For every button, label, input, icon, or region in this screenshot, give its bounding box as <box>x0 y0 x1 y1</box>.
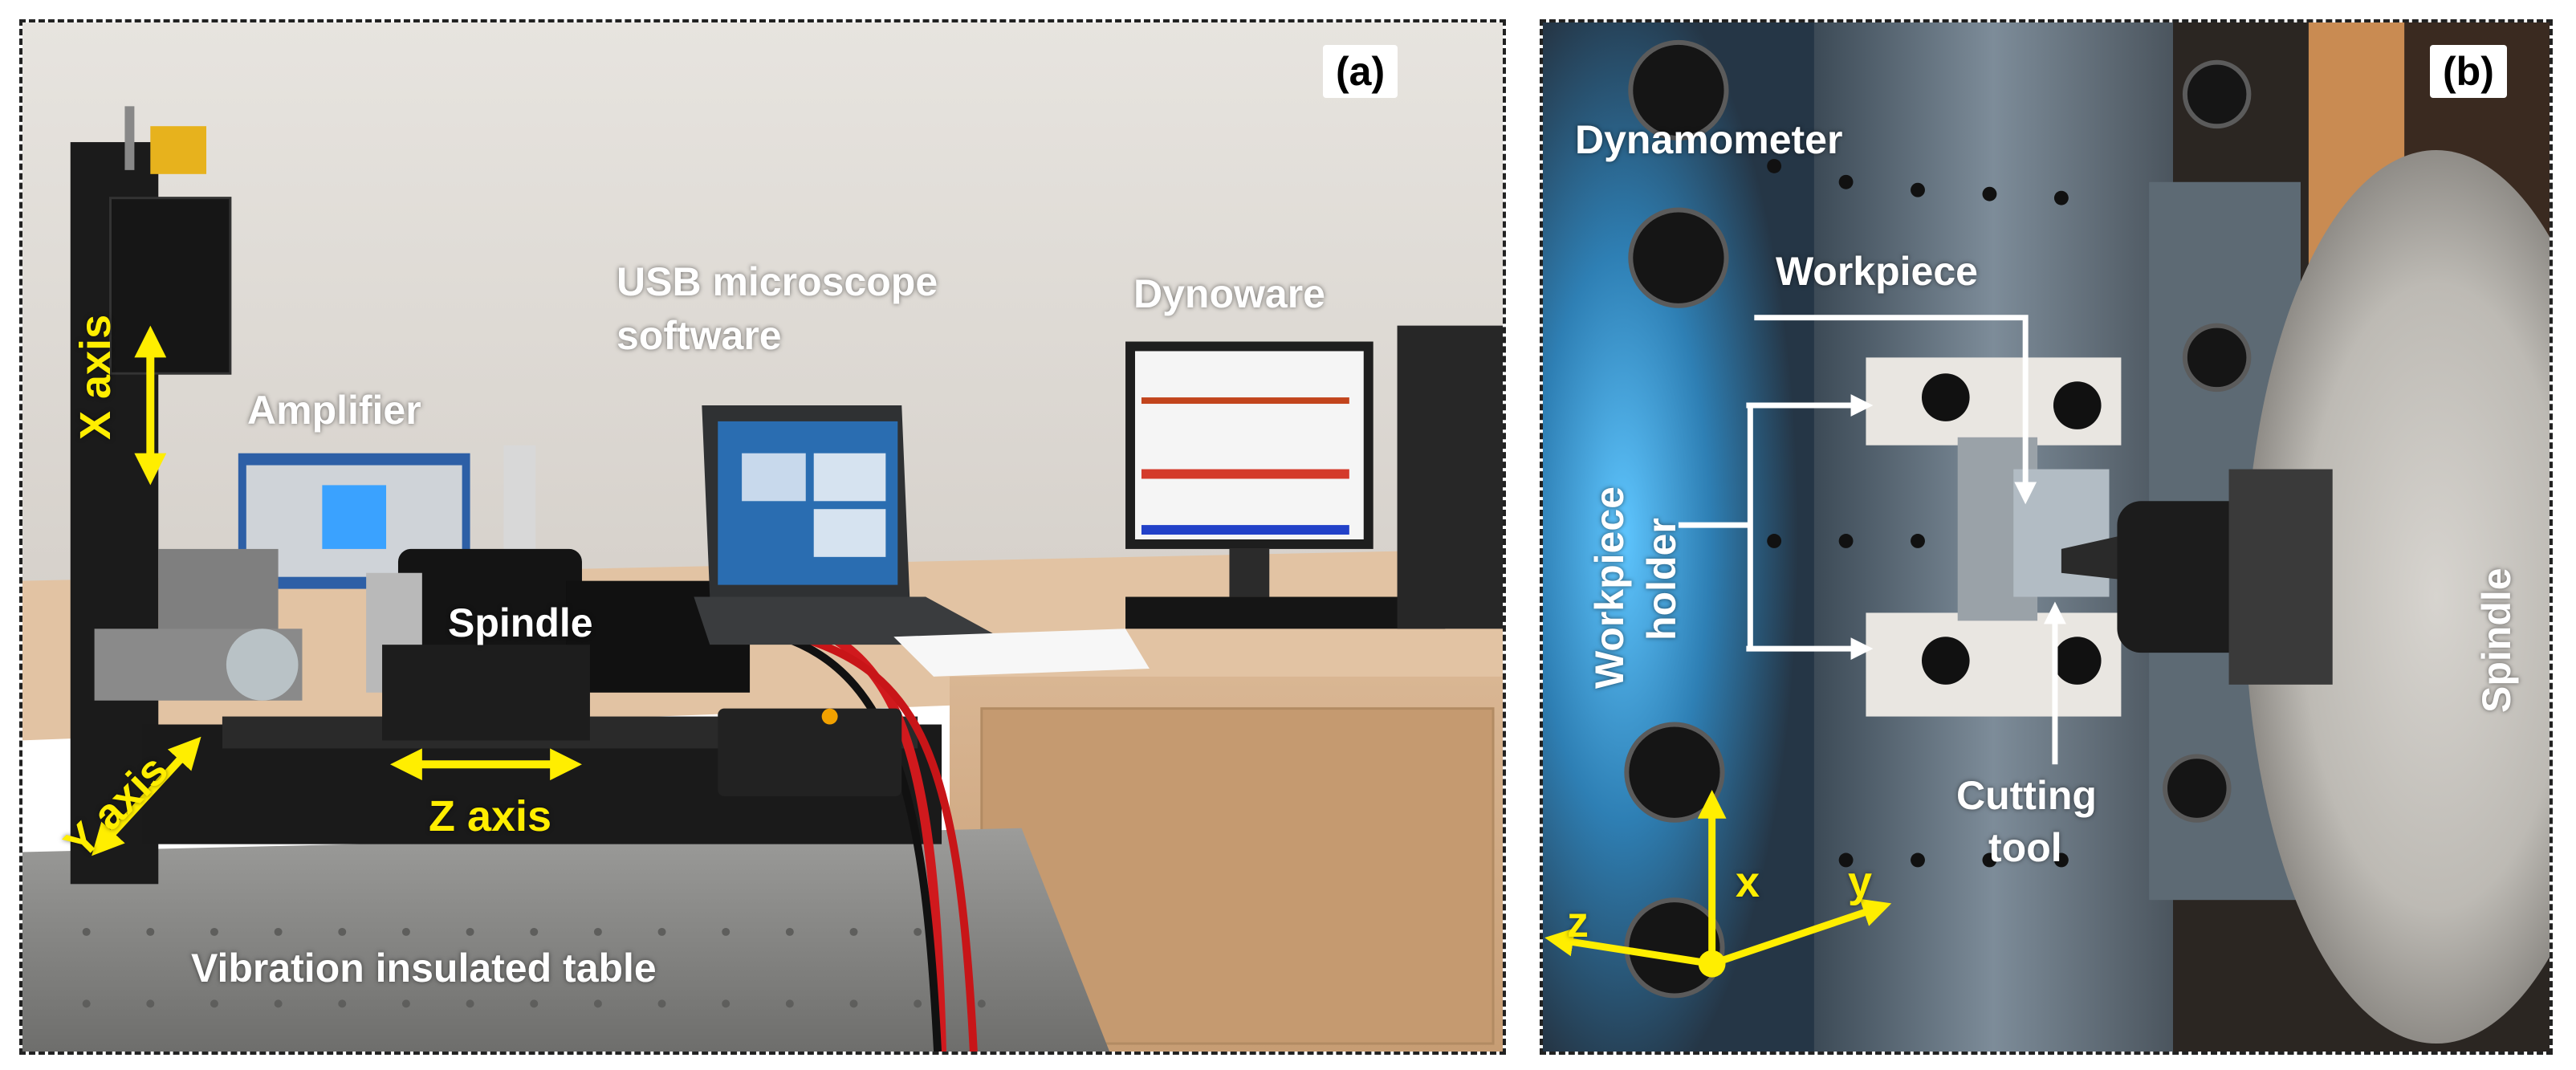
lab-setup-photo <box>22 22 1503 1052</box>
workpiece-holder-label-line2: holder <box>1639 518 1684 641</box>
cutting-tool-label-line2: tool <box>1988 825 2062 870</box>
panel-a-photo: (a) X axis Amplifier USB microscope soft… <box>19 19 1506 1055</box>
dynamometer-closeup-photo <box>1543 22 2550 1052</box>
amplifier-label: Amplifier <box>247 388 421 433</box>
coord-z-label: z <box>1567 898 1589 946</box>
workpiece-label: Workpiece <box>1776 249 1978 294</box>
workpiece-holder-label-line1: Workpiece <box>1587 486 1632 689</box>
spindle-label: Spindle <box>2474 568 2519 713</box>
dynamometer-label: Dynamometer <box>1575 117 1843 162</box>
panel-a-label: (a) <box>1323 45 1398 98</box>
usb-microscope-label-line2: software <box>617 313 782 358</box>
vibration-table-label: Vibration insulated table <box>191 946 657 991</box>
spindle-label: Spindle <box>448 600 593 645</box>
panel-b-photo: (b) Dynamometer Workpiece Workpiece hold… <box>1540 19 2553 1055</box>
coord-x-label: x <box>1736 858 1760 906</box>
panel-b-label: (b) <box>2430 45 2507 98</box>
usb-microscope-label-line1: USB microscope <box>617 259 938 304</box>
z-axis-label: Z axis <box>429 792 552 840</box>
cutting-tool-label-line1: Cutting <box>1956 773 2097 818</box>
coord-y-label: y <box>1848 858 1873 906</box>
x-axis-label: X axis <box>71 314 120 440</box>
dynoware-label: Dynoware <box>1133 271 1325 316</box>
